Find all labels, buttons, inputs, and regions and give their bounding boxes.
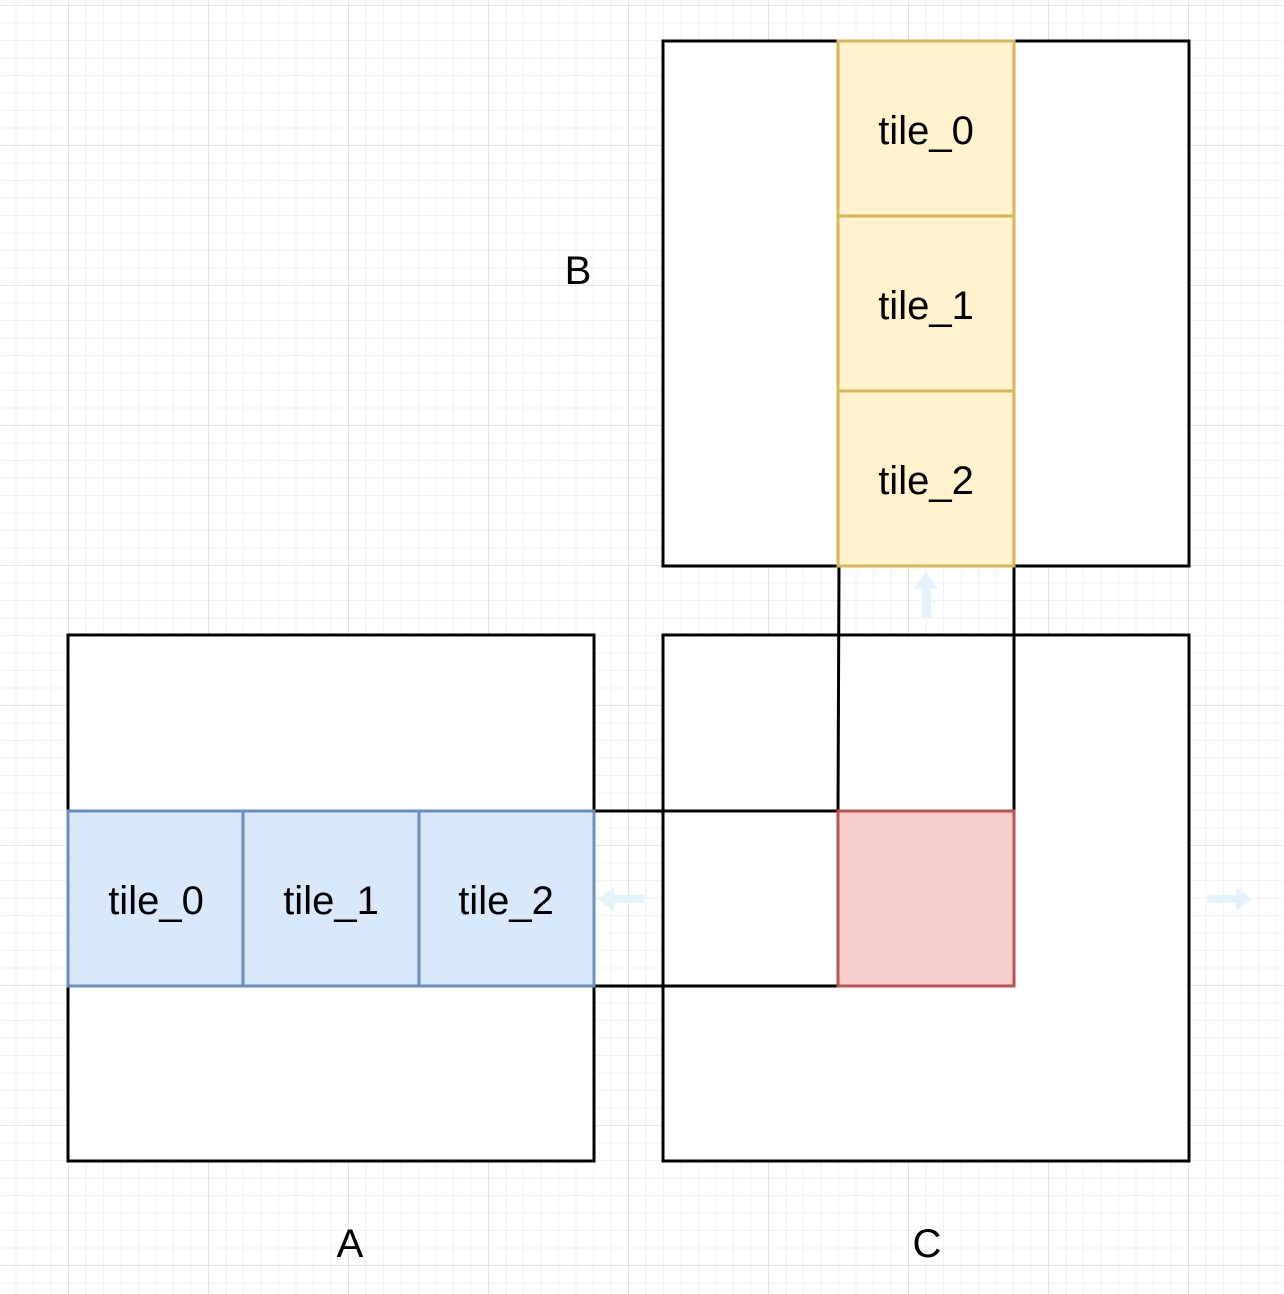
matrix-c-label: C [913,1222,942,1266]
tile-a-0-label: tile_0 [108,879,204,923]
col-guide-left [836,565,841,812]
tile-b-0: tile_0 [836,39,1016,218]
arrow-right-icon [1207,887,1252,911]
tile-b-0-label: tile_0 [878,109,974,153]
tile-a-0: tile_0 [66,809,245,988]
tile-a-2-label: tile_2 [458,879,554,923]
arrow-left-icon [598,887,644,911]
output-tile [836,809,1016,988]
matrix-a-label: A [337,1222,364,1266]
tile-b-1: tile_1 [836,214,1016,393]
tile-a-1-label: tile_1 [283,879,379,923]
tile-b-1-label: tile_1 [878,284,974,328]
tile-a-2: tile_2 [417,809,596,988]
tile-a-1: tile_1 [241,809,421,988]
tile-b-2-label: tile_2 [878,459,974,503]
matrix-b-label: B [565,249,592,293]
arrow-up-icon [914,571,938,618]
tile-b-2: tile_2 [836,389,1016,568]
